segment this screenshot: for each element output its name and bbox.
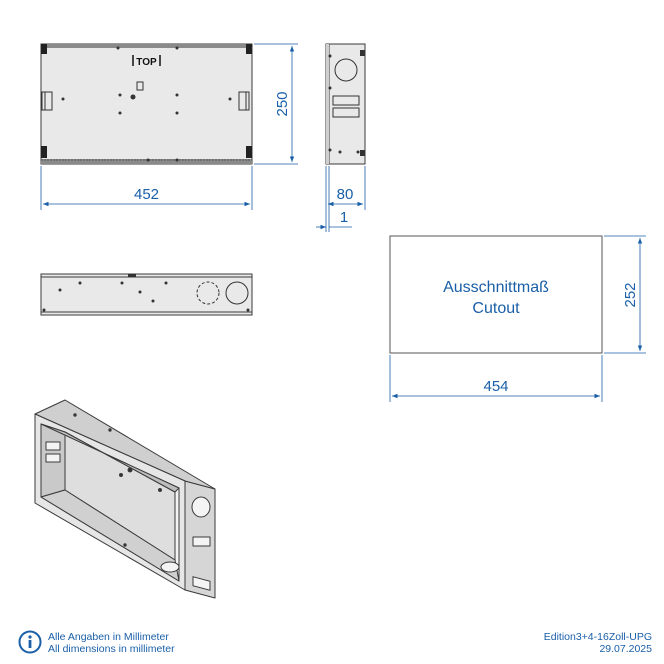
units-note-de: Alle Angaben in Millimeter (48, 631, 169, 643)
model-name: Edition3+4-16Zoll-UPG (543, 631, 652, 643)
dimension-flange: 1 (316, 166, 352, 232)
depth-value: 80 (337, 186, 354, 203)
cutout-width-value: 454 (483, 378, 508, 395)
bottom-view (40, 273, 253, 316)
front-view: TOP (40, 43, 253, 165)
top-label: TOP (136, 57, 157, 68)
units-note: Alle Angaben in Millimeter All dimension… (48, 631, 175, 655)
height-front-value: 250 (274, 91, 291, 116)
cutout-view: Ausschnittmaß Cutout (389, 235, 603, 354)
isometric-view (34, 399, 216, 599)
side-view (325, 43, 366, 165)
dimension-width-front: 452 (40, 166, 253, 210)
cutout-label-de: Ausschnittmaß (443, 279, 549, 296)
dimension-cutout-height: 252 (604, 235, 646, 354)
model-info: Edition3+4-16Zoll-UPG 29.07.2025 (544, 631, 652, 655)
flange-value: 1 (340, 209, 348, 226)
dimension-depth: 80 (325, 166, 366, 232)
model-date: 29.07.2025 (599, 643, 652, 655)
cutout-label-en: Cutout (472, 300, 520, 317)
units-note-en: All dimensions in millimeter (48, 643, 175, 655)
info-icon (18, 630, 42, 654)
cutout-height-value: 252 (622, 282, 639, 307)
dimension-height-front: 250 (254, 43, 298, 165)
dimension-cutout-width: 454 (389, 355, 603, 402)
width-front-value: 452 (134, 186, 159, 203)
